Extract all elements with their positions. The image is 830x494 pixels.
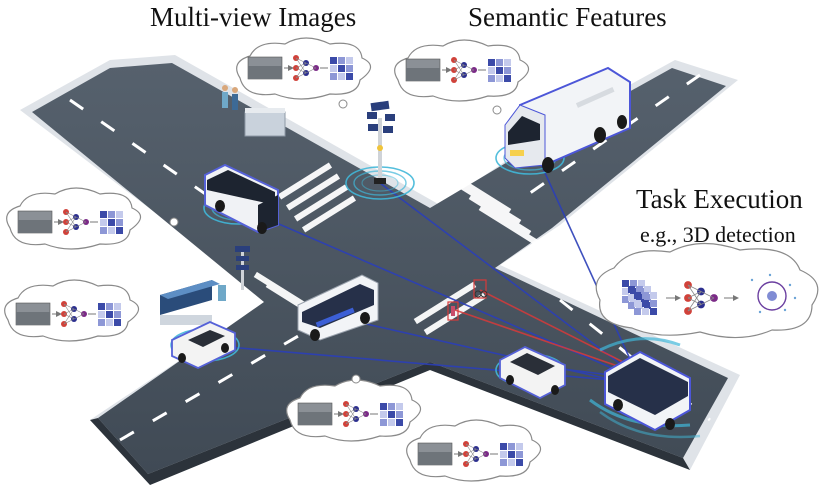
bus-stop-top [222, 85, 286, 137]
point-cloud-icon [750, 273, 797, 314]
truck [495, 66, 631, 175]
ego-shuttle [589, 337, 701, 439]
semantic-features-label: Semantic Features [468, 2, 667, 32]
bus [203, 163, 279, 234]
task-example-label: e.g., 3D detection [640, 222, 796, 247]
task-execution-label: Task Execution [636, 184, 803, 214]
pedestrians [447, 279, 488, 321]
car-right [495, 346, 566, 400]
cloud-multiview [236, 37, 372, 109]
shuttle [297, 274, 379, 341]
cloud-bottom-center [286, 374, 422, 442]
car-left [170, 321, 240, 369]
bus-stop-left [160, 280, 226, 325]
cloud-task-execution [595, 242, 819, 339]
cloud-left-top [6, 187, 179, 250]
multiview-images-label: Multi-view Images [150, 2, 357, 32]
cloud-bottom-right [406, 419, 542, 482]
cloud-semantic [394, 39, 530, 115]
traffic-light-left [235, 246, 250, 290]
cloud-left-bottom [4, 279, 140, 342]
roadside-unit [345, 100, 415, 200]
